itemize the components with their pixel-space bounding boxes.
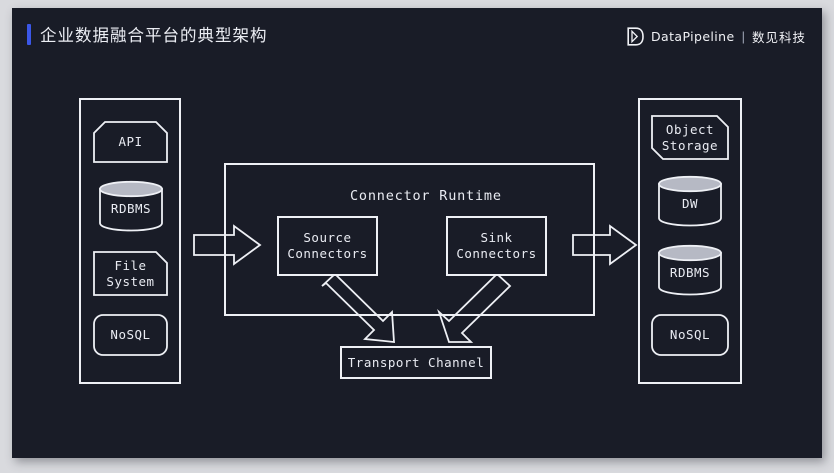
target-node-object-storage[interactable]: Object Storage [650, 114, 730, 161]
source-node-nosql-label: NoSQL [110, 327, 151, 342]
arrow-layer [193, 224, 638, 344]
folded-corner-box-icon [651, 115, 729, 160]
folded-corner-box-icon [93, 251, 168, 296]
title-accent-bar [27, 23, 31, 45]
connector-runtime-title: Connector Runtime [350, 188, 502, 204]
sink-connectors-label: Sink Connectors [456, 230, 537, 261]
source-node-rdbms-label: RDBMS [110, 201, 152, 216]
target-node-rdbms-label: RDBMS [669, 265, 711, 280]
arrow-transport-to-sink [437, 272, 512, 343]
brand-separator: | [741, 29, 745, 44]
target-systems-group [638, 98, 742, 384]
sink-connectors-box[interactable]: Sink Connectors [446, 216, 547, 276]
source-node-file-system-label: File System [106, 257, 155, 289]
brand-lockup: DataPipeline | 数见科技 [627, 27, 806, 46]
source-systems-group [79, 98, 181, 384]
chamfered-top-box-icon [93, 121, 168, 163]
target-node-rdbms[interactable]: RDBMS [657, 244, 723, 296]
rounded-box-icon [651, 314, 729, 356]
slide-canvas: 企业数据融合平台的典型架构 DataPipeline | 数见科技 [12, 8, 822, 458]
source-node-api-label: API [118, 134, 143, 149]
transport-channel-label: Transport Channel [347, 354, 485, 370]
slide-header: 企业数据融合平台的典型架构 DataPipeline | 数见科技 [12, 8, 822, 58]
source-node-api[interactable]: API [92, 120, 169, 164]
title-block: 企业数据融合平台的典型架构 [27, 22, 268, 46]
architecture-diagram: API RDBMS File System NoSQL Connecto [12, 58, 822, 458]
arrow-right-out-of-runtime [572, 224, 638, 266]
source-node-nosql[interactable]: NoSQL [92, 313, 169, 357]
source-node-rdbms[interactable]: RDBMS [98, 180, 164, 232]
datapipeline-logo-icon [627, 27, 644, 46]
target-node-object-storage-label: Object Storage [661, 121, 719, 153]
target-node-dw[interactable]: DW [657, 175, 723, 227]
transport-channel-box[interactable]: Transport Channel [340, 346, 492, 379]
rounded-box-icon [93, 314, 168, 356]
source-connectors-box[interactable]: Source Connectors [277, 216, 378, 276]
target-node-dw-label: DW [681, 196, 699, 211]
cylinder-icon [658, 175, 722, 227]
target-node-nosql[interactable]: NoSQL [650, 313, 730, 357]
cylinder-icon [658, 244, 722, 296]
arrow-right-into-runtime [193, 224, 262, 266]
page-title: 企业数据融合平台的典型架构 [40, 27, 268, 45]
connector-runtime-container [224, 163, 595, 316]
brand-name-chinese: 数见科技 [751, 31, 806, 45]
brand-name: DataPipeline [651, 29, 735, 44]
source-connectors-label: Source Connectors [287, 230, 368, 261]
arrow-source-to-transport [321, 272, 395, 344]
source-node-file-system[interactable]: File System [92, 250, 169, 297]
cylinder-icon [99, 180, 163, 232]
target-node-nosql-label: NoSQL [669, 327, 711, 342]
